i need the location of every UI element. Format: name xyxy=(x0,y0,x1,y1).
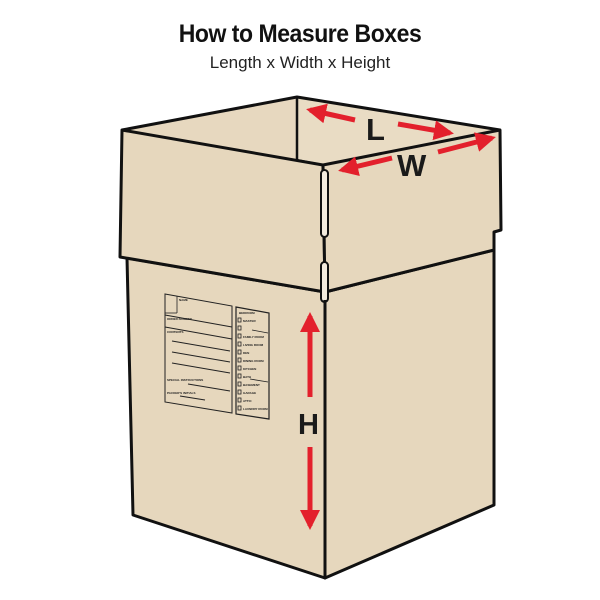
diagram-title: How to Measure Boxes xyxy=(178,20,422,48)
label-room-header: BEDROOM xyxy=(239,311,255,315)
room-item: FAMILY ROOM xyxy=(243,335,264,339)
length-label: L xyxy=(366,112,385,147)
room-checkboxes xyxy=(237,317,242,411)
label-field-name: NAME xyxy=(179,298,188,302)
room-item: LAUNDRY ROOM xyxy=(243,407,268,411)
box-front-right-face xyxy=(323,248,496,580)
box-interior xyxy=(122,97,500,165)
room-item: KITCHEN xyxy=(243,367,256,371)
height-label: H xyxy=(298,409,319,441)
room-item: ATTIC xyxy=(243,399,252,403)
room-item: BASEMENT xyxy=(243,383,260,387)
length-arrow-icon xyxy=(306,103,454,141)
room-item: BATH xyxy=(243,375,251,379)
shipping-label: NAME ORDER NUMBER CONTENTS SPECIAL INSTR… xyxy=(164,293,270,420)
flap-slots xyxy=(320,169,329,303)
room-item: MASTER xyxy=(243,319,257,323)
room-item: DEN xyxy=(243,351,249,355)
room-item: LIVING ROOM xyxy=(243,343,264,347)
label-field-initials: PACKER'S INITIALS xyxy=(167,391,196,395)
room-item: DINING ROOM xyxy=(243,359,264,363)
width-arrow-icon xyxy=(338,132,496,176)
width-label: W xyxy=(397,148,427,183)
label-field-instructions: SPECIAL INSTRUCTIONS xyxy=(167,378,203,382)
box-front-left-face xyxy=(125,256,327,580)
label-field-order: ORDER NUMBER xyxy=(167,317,193,321)
diagram-subtitle: Length x Width x Height xyxy=(209,53,391,72)
label-field-contents: CONTENTS xyxy=(167,330,184,334)
room-item: GARAGE xyxy=(243,391,256,395)
